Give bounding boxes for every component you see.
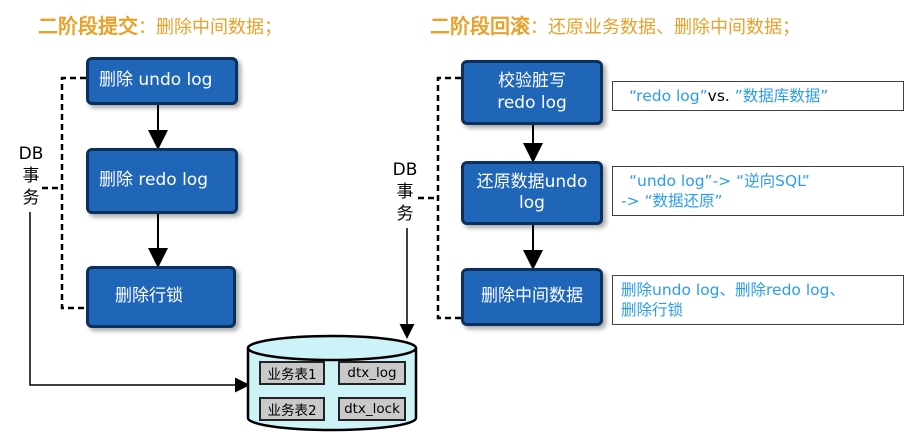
note-delete-all: 删除undo log、删除redo log、 删除行锁 <box>612 275 904 325</box>
left-db-label-line3: 务 <box>22 188 40 209</box>
note-undo-line2: -> “数据还原” <box>621 192 723 211</box>
node-check-dirty-write: 校验脏写 redo log <box>461 60 603 125</box>
left-db-label-line2: 事 <box>22 166 40 187</box>
note-redo-vs-db-c: ”数据库数据” <box>734 87 829 105</box>
left-title: 二阶段提交：删除中间数据； <box>38 10 282 39</box>
table-dtx-lock: dtx_lock <box>338 397 406 421</box>
node-restore-undo-log-line1: 还原数据undo <box>476 171 588 192</box>
left-db-transaction-label: DB 事 务 <box>14 143 48 209</box>
table-business-1-label: 业务表1 <box>267 367 317 383</box>
node-delete-redo-log: 删除 redo log <box>86 148 238 214</box>
node-check-dirty-write-line1: 校验脏写 <box>498 71 566 92</box>
node-restore-undo-log: 还原数据undo log <box>461 161 603 225</box>
right-title: 二阶段回滚：还原业务数据、删除中间数据； <box>430 10 800 39</box>
right-dashed-bracket <box>436 76 461 320</box>
node-delete-row-lock: 删除行锁 <box>86 266 236 328</box>
note-delete-all-line2: 删除行锁 <box>621 301 684 320</box>
note-delete-all-line1: 删除undo log、删除redo log、 <box>621 281 845 299</box>
note-redo-vs-db-a: “redo log” <box>629 87 708 105</box>
note-undo-line1: “undo log”-> “逆向SQL” <box>629 172 810 190</box>
right-title-strong: 二阶段回滚 <box>430 14 530 38</box>
table-dtx-log-label: dtx_log <box>347 365 397 381</box>
node-delete-redo-log-label: 删除 redo log <box>99 170 208 191</box>
table-business-2: 业务表2 <box>259 397 325 421</box>
node-restore-undo-log-line2: log <box>519 193 545 213</box>
node-delete-undo-log: 删除 undo log <box>86 57 238 105</box>
arrow-left-db <box>29 212 250 393</box>
right-db-label-line2: 事 <box>396 182 414 203</box>
left-title-rest: ：删除中间数据； <box>138 17 282 38</box>
right-db-label-line1: DB <box>392 160 418 180</box>
node-delete-intermediate-data-label: 删除中间数据 <box>481 286 583 307</box>
note-redo-vs-db-b: vs. <box>707 87 735 105</box>
node-delete-undo-log-label: 删除 undo log <box>99 70 213 91</box>
node-check-dirty-write-line2: redo log <box>497 92 567 113</box>
node-delete-row-lock-label: 删除行锁 <box>115 286 183 307</box>
left-db-label-line1: DB <box>18 144 44 164</box>
left-dashed-bracket <box>60 76 86 310</box>
left-title-strong: 二阶段提交 <box>38 14 138 38</box>
right-db-transaction-label: DB 事 务 <box>388 159 422 225</box>
right-title-rest: ：还原业务数据、删除中间数据； <box>530 17 800 38</box>
table-business-1: 业务表1 <box>259 361 325 385</box>
table-dtx-log: dtx_log <box>338 361 406 385</box>
note-undo-reverse-sql: “undo log”-> “逆向SQL” -> “数据还原” <box>612 166 904 216</box>
table-dtx-lock-label: dtx_lock <box>344 401 400 417</box>
right-db-label-line3: 务 <box>396 204 414 225</box>
note-redo-vs-db: “redo log”vs. ”数据库数据” <box>612 81 904 111</box>
node-delete-intermediate-data: 删除中间数据 <box>461 268 603 326</box>
table-business-2-label: 业务表2 <box>267 403 317 419</box>
